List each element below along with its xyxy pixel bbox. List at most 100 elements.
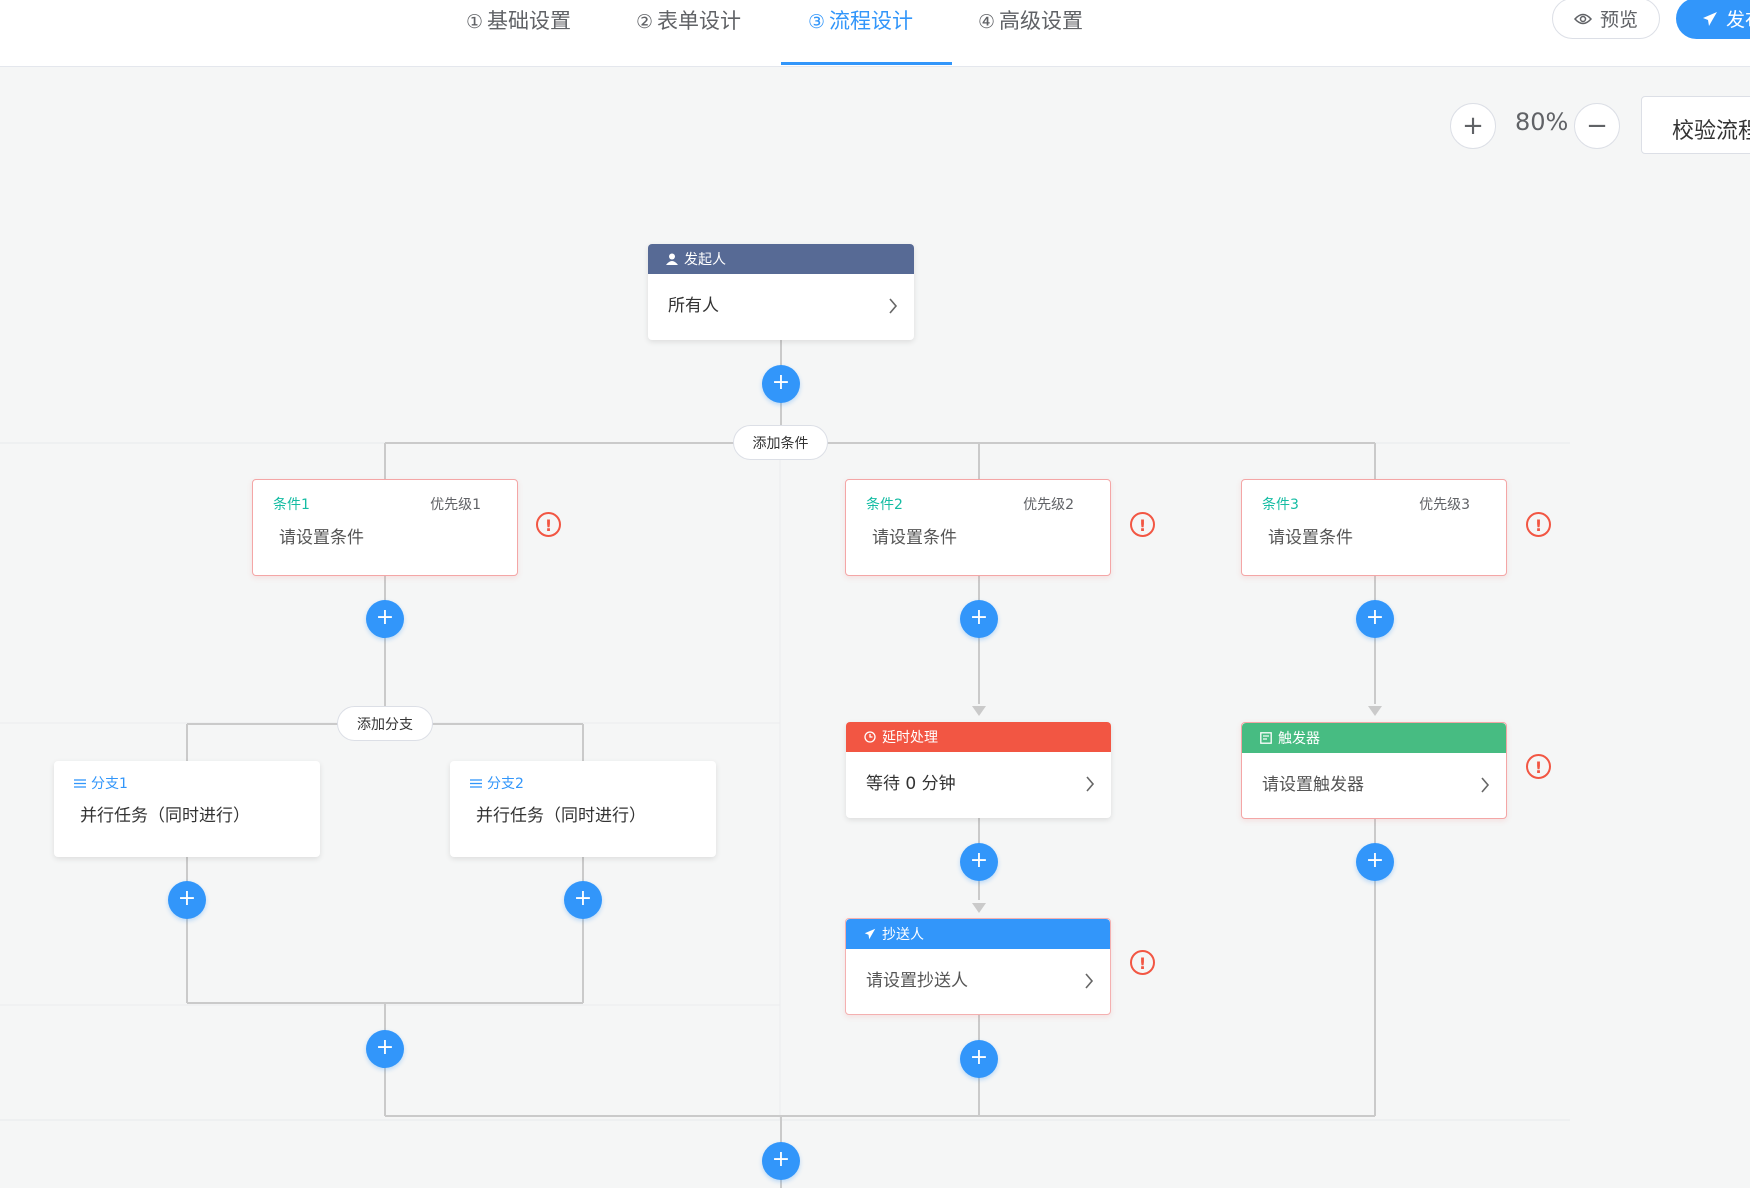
add-node-button[interactable]: +: [564, 881, 602, 919]
plus-icon: +: [969, 1045, 989, 1070]
delay-node[interactable]: 延时处理 等待 0 分钟: [846, 722, 1111, 818]
trigger-title: 触发器: [1278, 731, 1320, 747]
zoom-out-button[interactable]: −: [1574, 103, 1620, 149]
initiator-title: 发起人: [684, 252, 726, 268]
error-icon: !: [1526, 512, 1551, 537]
add-node-button[interactable]: +: [1356, 600, 1394, 638]
branch-title: 分支2: [470, 773, 524, 793]
branch-node-2[interactable]: 分支2 并行任务（同时进行）: [450, 761, 716, 857]
error-symbol: !: [1138, 516, 1147, 535]
cc-node[interactable]: 抄送人 请设置抄送人: [845, 918, 1111, 1015]
trigger-node[interactable]: 触发器 请设置触发器: [1241, 722, 1507, 819]
branch-title: 分支1: [74, 773, 128, 793]
add-node-button[interactable]: +: [168, 881, 206, 919]
cc-placeholder: 请设置抄送人: [866, 971, 968, 991]
add-node-button[interactable]: +: [960, 843, 998, 881]
initiator-value: 所有人: [668, 296, 719, 316]
condition-placeholder: 请设置条件: [872, 528, 957, 548]
condition-priority: 优先级2: [1023, 497, 1074, 513]
plus-icon: +: [1365, 605, 1385, 630]
plus-icon: +: [375, 605, 395, 630]
condition-title: 条件2: [866, 497, 903, 513]
error-symbol: !: [1138, 954, 1147, 973]
validate-process-button[interactable]: 校验流程: [1641, 96, 1750, 154]
clock-icon: [864, 731, 876, 743]
condition-title: 条件1: [273, 497, 310, 513]
publish-label: 发布: [1726, 9, 1750, 31]
cc-body: 请设置抄送人: [846, 949, 1110, 1013]
plus-icon: +: [1462, 111, 1484, 141]
step-label: 基础设置: [487, 9, 572, 33]
send-icon: [1703, 11, 1717, 26]
plus-icon: +: [969, 848, 989, 873]
step-number: ④: [978, 11, 996, 33]
plus-icon: +: [969, 605, 989, 630]
condition-priority: 优先级3: [1419, 497, 1470, 513]
add-node-button[interactable]: +: [366, 1030, 404, 1068]
chevron-right-icon: [1085, 752, 1095, 816]
trigger-header: 触发器: [1242, 723, 1506, 753]
cc-header: 抄送人: [846, 919, 1110, 949]
step-number: ③: [808, 11, 826, 33]
minus-icon: −: [1586, 111, 1608, 141]
error-icon: !: [1130, 512, 1155, 537]
trigger-icon: [1260, 732, 1272, 744]
branch-title-text: 分支2: [487, 776, 524, 792]
step-label: 流程设计: [829, 9, 914, 33]
branch-description: 并行任务（同时进行）: [476, 806, 646, 826]
condition-node-3[interactable]: 条件3 优先级3 请设置条件: [1241, 479, 1507, 576]
delay-header: 延时处理: [846, 722, 1111, 752]
step-number: ①: [466, 11, 484, 33]
zoom-in-button[interactable]: +: [1450, 103, 1496, 149]
condition-title: 条件3: [1262, 497, 1299, 513]
plus-icon: +: [375, 1035, 395, 1060]
error-symbol: !: [544, 516, 553, 535]
condition-node-1[interactable]: 条件1 优先级1 请设置条件: [252, 479, 518, 576]
condition-priority: 优先级1: [430, 497, 481, 513]
user-icon: [666, 253, 678, 265]
add-node-button[interactable]: +: [960, 600, 998, 638]
step-label: 高级设置: [999, 9, 1084, 33]
plus-icon: +: [771, 1147, 791, 1172]
send-icon: [864, 928, 876, 940]
preview-button[interactable]: 预览: [1552, 0, 1660, 39]
error-icon: !: [1130, 950, 1155, 975]
branch-title-text: 分支1: [91, 776, 128, 792]
delay-body: 等待 0 分钟: [846, 752, 1111, 816]
chevron-right-icon: [888, 274, 898, 338]
initiator-header: 发起人: [648, 244, 914, 274]
active-step-indicator: [781, 62, 952, 65]
trigger-body: 请设置触发器: [1242, 753, 1506, 817]
add-node-button[interactable]: +: [1356, 843, 1394, 881]
initiator-node[interactable]: 发起人 所有人: [648, 244, 914, 340]
add-node-button[interactable]: +: [762, 365, 800, 403]
plus-icon: +: [771, 370, 791, 395]
error-icon: !: [1526, 754, 1551, 779]
error-icon: !: [536, 512, 561, 537]
step-label: 表单设计: [657, 9, 742, 33]
add-node-button[interactable]: +: [762, 1142, 800, 1180]
publish-button[interactable]: 发布: [1676, 0, 1750, 39]
plus-icon: +: [573, 886, 593, 911]
branch-description: 并行任务（同时进行）: [80, 806, 250, 826]
branch-node-1[interactable]: 分支1 并行任务（同时进行）: [54, 761, 320, 857]
chevron-right-icon: [1480, 753, 1490, 817]
condition-node-2[interactable]: 条件2 优先级2 请设置条件: [845, 479, 1111, 576]
add-node-button[interactable]: +: [960, 1040, 998, 1078]
branch-icon: [74, 778, 86, 788]
add-node-button[interactable]: +: [366, 600, 404, 638]
error-symbol: !: [1534, 516, 1543, 535]
step-number: ②: [636, 11, 654, 33]
plus-icon: +: [1365, 848, 1385, 873]
branch-icon: [470, 778, 482, 788]
zoom-level: 80%: [1515, 108, 1569, 136]
add-branch-button[interactable]: 添加分支: [337, 706, 433, 741]
preview-label: 预览: [1599, 9, 1638, 31]
add-condition-button[interactable]: 添加条件: [733, 425, 828, 460]
error-symbol: !: [1534, 758, 1543, 777]
